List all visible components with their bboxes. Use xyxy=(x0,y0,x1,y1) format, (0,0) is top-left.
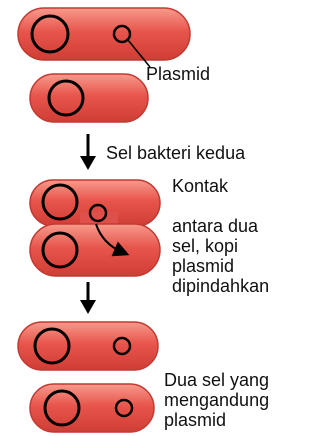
arrow-down-2 xyxy=(80,282,96,314)
stage-1-donor-cell xyxy=(18,8,190,60)
cell-body xyxy=(30,384,154,432)
stage-2-conjugating-cells xyxy=(30,180,160,276)
transfer-label-line-2: sel, kopi xyxy=(172,236,238,256)
recipient-cell-body xyxy=(30,224,160,276)
result-label-line-3: plasmid xyxy=(164,410,226,430)
arrow-down-1 xyxy=(80,134,96,170)
result-label-line-1: Dua sel yang xyxy=(164,370,269,390)
transfer-label-line-3: plasmid xyxy=(172,256,234,276)
transfer-label-line-1: antara dua xyxy=(172,216,259,236)
stage-3-cell-2 xyxy=(30,384,154,432)
stage-3-cell-1 xyxy=(18,322,158,370)
cell-body xyxy=(18,322,158,370)
stage-1-recipient-cell xyxy=(30,74,148,122)
plasmid-label: Plasmid xyxy=(146,64,210,84)
result-label-line-2: mengandung xyxy=(164,390,269,410)
second-cell-label: Sel bakteri kedua xyxy=(106,143,246,163)
contact-label: Kontak xyxy=(172,176,229,196)
transfer-label-line-4: dipindahkan xyxy=(172,276,269,296)
